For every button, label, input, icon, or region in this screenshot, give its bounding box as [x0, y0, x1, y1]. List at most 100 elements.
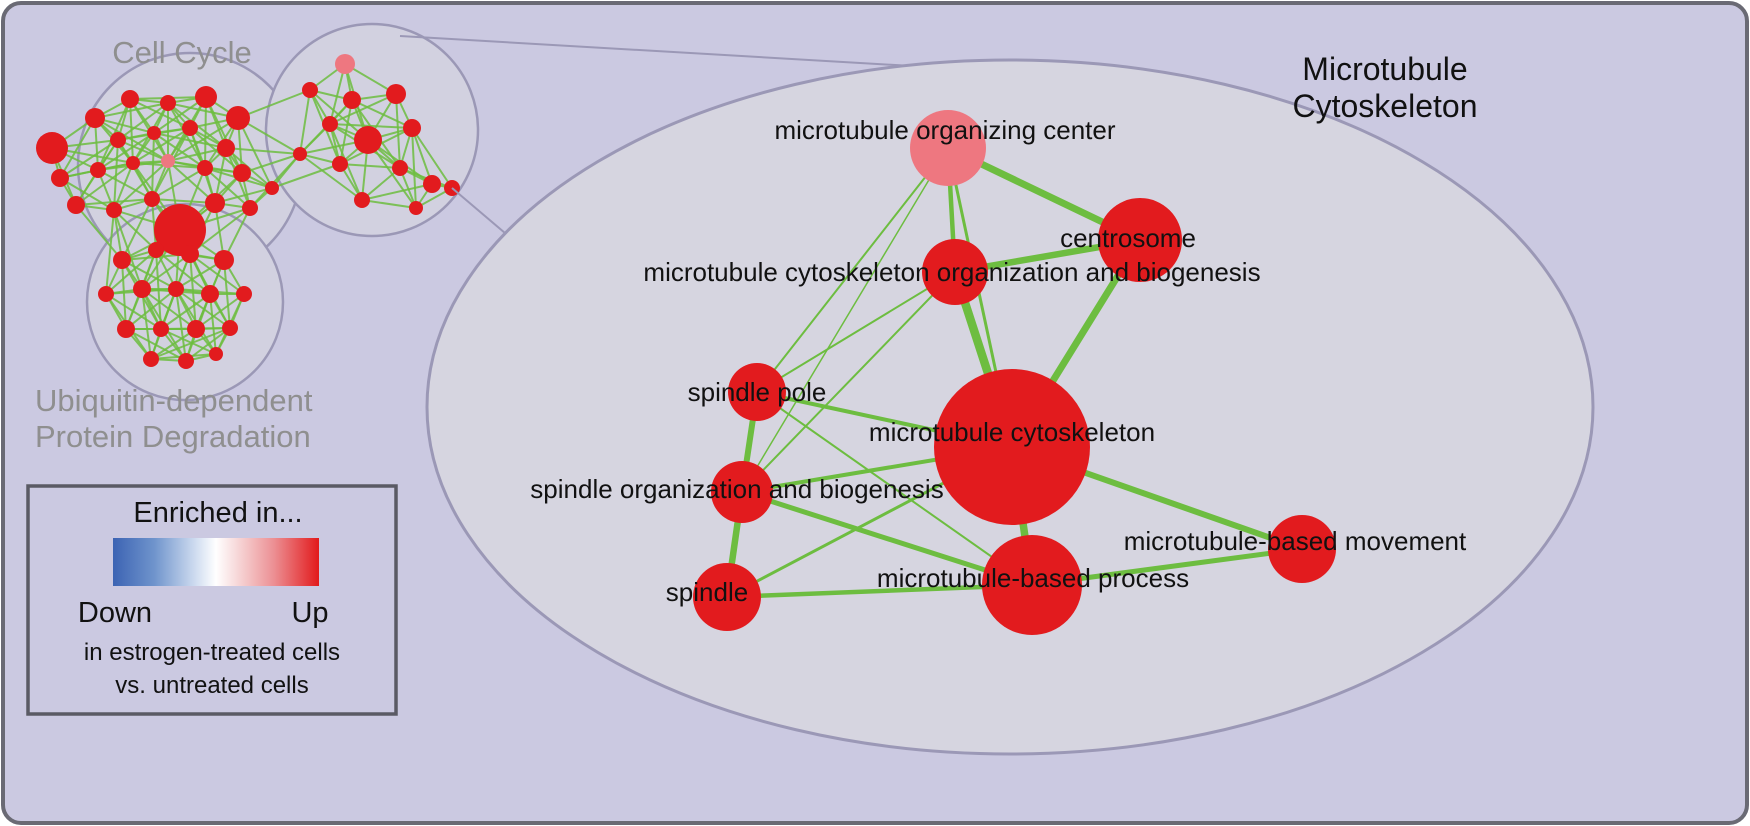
- network-node-spindle_pole[interactable]: [728, 363, 786, 421]
- legend-note-line2: vs. untreated cells: [115, 672, 308, 699]
- mini-network-edge: [339, 163, 401, 169]
- mini-network-node[interactable]: [168, 281, 184, 297]
- mini-network-node[interactable]: [121, 90, 139, 108]
- mini-network-node[interactable]: [144, 191, 160, 207]
- mini-network-node[interactable]: [187, 320, 205, 338]
- mini-network-node[interactable]: [195, 86, 217, 108]
- mini-network-edge: [59, 117, 96, 179]
- network-edge-moc-spindle_pole: [756, 147, 949, 393]
- mini-network-node[interactable]: [205, 193, 225, 213]
- mini-network-node[interactable]: [209, 347, 223, 361]
- mini-network-edge: [225, 147, 301, 155]
- mini-network-edge: [361, 199, 417, 209]
- mini-network-node[interactable]: [154, 204, 206, 256]
- node-label-mc: microtubule cytoskeleton: [869, 417, 1155, 447]
- mini-networks: [36, 54, 460, 369]
- mini-network-edge: [361, 183, 433, 201]
- network-node-centrosome[interactable]: [1098, 198, 1182, 282]
- mini-network-edge: [97, 132, 155, 171]
- mini-network-node[interactable]: [178, 353, 194, 369]
- network-node-moc[interactable]: [910, 110, 986, 186]
- mini-network-node[interactable]: [335, 54, 355, 74]
- mini-network-node[interactable]: [354, 192, 370, 208]
- mini-network-node[interactable]: [182, 120, 198, 136]
- mini-network-node[interactable]: [386, 84, 406, 104]
- mini-network-node[interactable]: [181, 245, 199, 263]
- mini-network-node[interactable]: [222, 320, 238, 336]
- mini-network-edge: [125, 288, 177, 330]
- mini-network-node[interactable]: [90, 162, 106, 178]
- mini-network-node[interactable]: [217, 139, 235, 157]
- legend-down-label: Down: [78, 597, 152, 629]
- mini-network-edge: [153, 132, 206, 169]
- mini-network-edge: [361, 167, 401, 201]
- mini-network-node[interactable]: [236, 286, 252, 302]
- mini-network-edge: [189, 253, 245, 295]
- mini-network-node[interactable]: [85, 108, 105, 128]
- mini-network-node[interactable]: [110, 132, 126, 148]
- mini-network-node[interactable]: [148, 242, 164, 258]
- mini-network-node[interactable]: [409, 201, 423, 215]
- network-node-spindle[interactable]: [693, 563, 761, 631]
- mini-network-node[interactable]: [354, 126, 382, 154]
- mini-network-node[interactable]: [117, 320, 135, 338]
- mini-network-node[interactable]: [51, 169, 69, 187]
- mini-network-node[interactable]: [343, 91, 361, 109]
- mini-network-edge: [411, 127, 453, 189]
- mini-network-node[interactable]: [201, 285, 219, 303]
- mini-network-node[interactable]: [302, 82, 318, 98]
- mini-network-edge: [411, 127, 433, 185]
- mini-network-node[interactable]: [265, 181, 279, 195]
- network-edge-mcob-sob: [741, 271, 956, 493]
- mini-network-node[interactable]: [98, 286, 114, 302]
- mini-network-edge: [151, 132, 155, 200]
- mini-network-node[interactable]: [113, 251, 131, 269]
- mini-network-node[interactable]: [423, 175, 441, 193]
- network-node-mcob[interactable]: [922, 239, 988, 305]
- network-node-mbm[interactable]: [1268, 515, 1336, 583]
- mini-network-node[interactable]: [126, 156, 140, 170]
- mini-network-edge: [113, 209, 157, 251]
- node-label-centrosome: centrosome: [1060, 223, 1196, 253]
- mini-network-node[interactable]: [36, 132, 68, 164]
- mini-network-node[interactable]: [106, 202, 122, 218]
- mini-network-node[interactable]: [153, 321, 169, 337]
- network-node-mc[interactable]: [934, 369, 1090, 525]
- network-node-sob[interactable]: [711, 461, 773, 523]
- mini-network-edge: [299, 153, 363, 201]
- mini-network-node[interactable]: [197, 160, 213, 176]
- mini-network-edge: [132, 127, 191, 164]
- mini-network-node[interactable]: [293, 147, 307, 161]
- node-label-spindle: spindle: [666, 577, 748, 607]
- mini-network-node[interactable]: [392, 160, 408, 176]
- mini-network-node[interactable]: [214, 250, 234, 270]
- mini-network-node[interactable]: [67, 196, 85, 214]
- mini-network-node[interactable]: [160, 95, 176, 111]
- mini-network-node[interactable]: [143, 351, 159, 367]
- mini-network-edge: [121, 198, 153, 261]
- mini-network-edge: [117, 102, 169, 141]
- mini-network-edge: [94, 117, 155, 134]
- mini-network-node[interactable]: [403, 119, 421, 137]
- mini-network-edge: [209, 293, 217, 355]
- mini-network-node[interactable]: [242, 200, 258, 216]
- mini-network-node[interactable]: [133, 280, 151, 298]
- mini-network-node[interactable]: [161, 154, 175, 168]
- network-edge-spindle_pole-mbp: [756, 391, 1033, 586]
- mini-network-edge: [271, 153, 301, 189]
- mini-network-node[interactable]: [233, 164, 251, 182]
- mini-network-node[interactable]: [226, 106, 250, 130]
- legend: Enriched in... Down Up in estrogen-treat…: [26, 484, 398, 716]
- mini-network-edge: [329, 93, 397, 125]
- network-edge-moc-sob: [741, 147, 949, 493]
- node-label-mcob: microtubule cytoskeleton organization an…: [643, 257, 1260, 287]
- mini-network-edge: [271, 163, 341, 189]
- mini-network-node[interactable]: [322, 116, 338, 132]
- mini-network-node[interactable]: [332, 156, 348, 172]
- node-label-moc: microtubule organizing center: [774, 115, 1115, 145]
- mini-network-edge: [151, 167, 206, 200]
- mini-network-node[interactable]: [147, 126, 161, 140]
- ubiquitin-label-line1: Ubiquitin-dependent: [35, 383, 313, 418]
- network-node-mbp[interactable]: [982, 535, 1082, 635]
